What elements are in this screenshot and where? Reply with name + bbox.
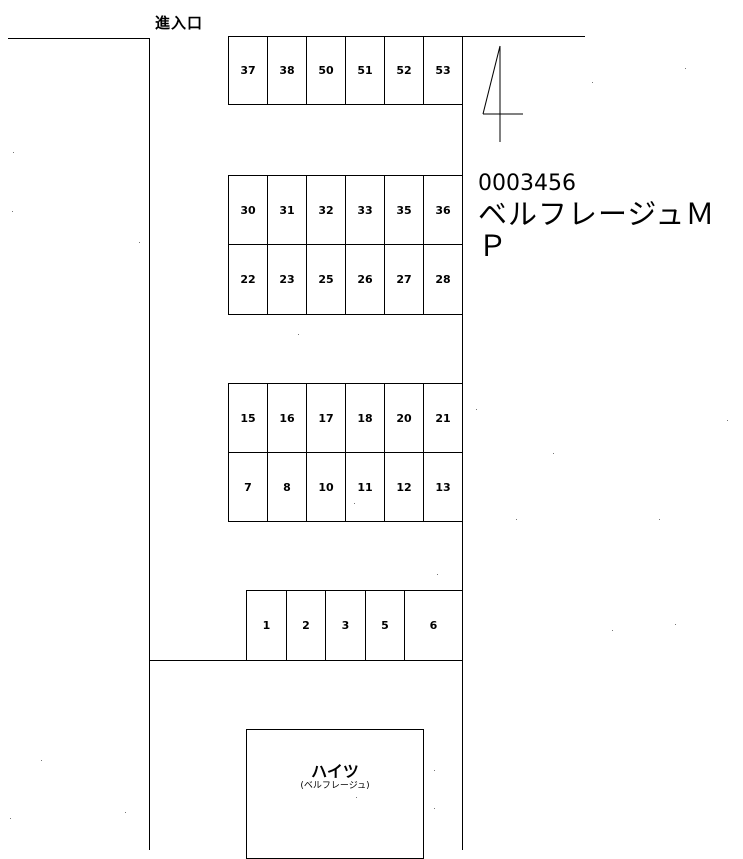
parking-slot[interactable]: 21 [423,383,463,453]
entrance-label: 進入口 [155,14,204,32]
scan-speck [592,82,593,83]
scan-speck [675,624,676,625]
scan-speck [298,334,299,335]
building[interactable]: ハイツ (ベルフレージュ) [246,729,424,859]
scan-speck [659,519,660,520]
left-boundary [149,38,150,850]
scan-speck [10,818,11,819]
parking-slot[interactable]: 26 [345,244,385,315]
parking-slot[interactable]: 30 [228,175,268,245]
scan-speck [125,812,126,813]
parking-slot[interactable]: 52 [384,36,424,105]
property-name: ベルフレージュＭＰ [478,197,716,263]
parking-slot[interactable]: 38 [267,36,307,105]
scan-speck [685,68,686,69]
parking-slot[interactable]: 50 [306,36,346,105]
parking-slot[interactable]: 8 [267,452,307,522]
parking-slot[interactable]: 1 [246,590,287,661]
scan-speck [476,409,477,410]
scan-speck [139,242,140,243]
parking-slot[interactable]: 32 [306,175,346,245]
scan-speck [437,574,438,575]
parking-slot[interactable]: 37 [228,36,268,105]
scan-speck [727,420,728,421]
parking-slot[interactable]: 5 [365,590,405,661]
scan-speck [356,797,357,798]
parking-slot[interactable]: 36 [423,175,463,245]
parking-slot[interactable]: 22 [228,244,268,315]
scan-speck [553,453,554,454]
parking-slot[interactable]: 15 [228,383,268,453]
parking-slot[interactable]: 35 [384,175,424,245]
property-code: 0003456 [478,171,576,196]
scan-speck [612,630,613,631]
parking-slot[interactable]: 2 [286,590,326,661]
parking-slot[interactable]: 20 [384,383,424,453]
parking-slot[interactable]: 27 [384,244,424,315]
parking-slot[interactable]: 12 [384,452,424,522]
north-arrow-icon [482,45,523,142]
building-name: ハイツ [311,762,359,781]
scan-speck [41,760,42,761]
scan-speck [434,770,435,771]
parking-slot[interactable]: 11 [345,452,385,522]
parking-slot[interactable]: 51 [345,36,385,105]
parking-slot[interactable]: 18 [345,383,385,453]
scan-speck [12,211,13,212]
parking-slot[interactable]: 25 [306,244,346,315]
scan-speck [13,152,14,153]
scan-speck [434,808,435,809]
scan-speck [354,503,355,504]
parking-slot[interactable]: 23 [267,244,307,315]
top-left-boundary [8,38,149,39]
parking-slot[interactable]: 13 [423,452,463,522]
parking-slot[interactable]: 3 [325,590,366,661]
parking-slot[interactable]: 31 [267,175,307,245]
scan-speck [516,519,517,520]
parking-slot[interactable]: 53 [423,36,463,105]
parking-slot[interactable]: 7 [228,452,268,522]
parking-slot[interactable]: 28 [423,244,463,315]
parking-slot[interactable]: 33 [345,175,385,245]
parking-slot[interactable]: 16 [267,383,307,453]
building-subtitle: (ベルフレージュ) [300,781,370,791]
parking-slot[interactable]: 10 [306,452,346,522]
parking-slot[interactable]: 17 [306,383,346,453]
parking-slot[interactable]: 6 [404,590,463,661]
